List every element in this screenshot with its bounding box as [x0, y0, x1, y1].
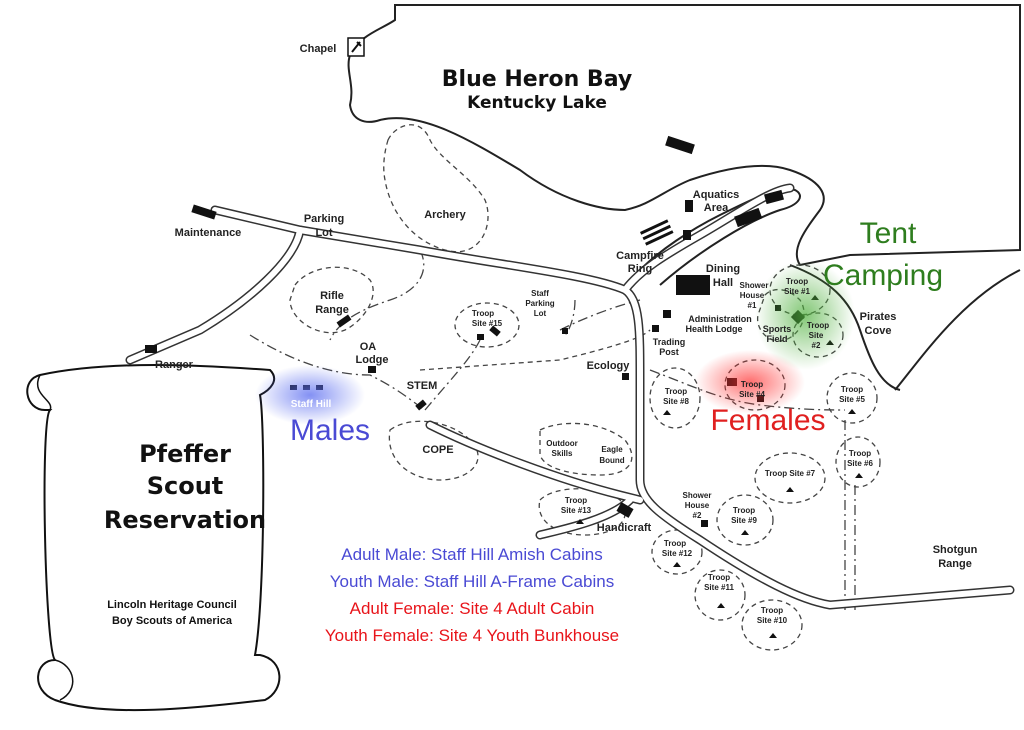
- legend-youth-female: Youth Female: Site 4 Youth Bunkhouse: [325, 626, 619, 645]
- label-parking-2: Lot: [315, 227, 332, 239]
- label-handicraft: Handicraft: [597, 522, 652, 534]
- label-troop15-a: Troop: [472, 309, 494, 318]
- label-troop6-b: Site #6: [847, 459, 873, 468]
- campfire-ring: [640, 219, 674, 246]
- label-chapel: Chapel: [300, 43, 337, 55]
- scroll-text: Pfeffer Scout Reservation Lincoln Herita…: [104, 440, 266, 627]
- label-admin-1: Administration: [688, 314, 752, 324]
- label-staffparking-2: Parking: [525, 299, 554, 308]
- label-troop11-a: Troop: [708, 573, 730, 582]
- roads: [125, 183, 1015, 610]
- map-title: Blue Heron Bay: [442, 67, 632, 92]
- label-troop2-b: Site: [809, 331, 824, 340]
- label-shower2-a: Shower: [683, 491, 712, 500]
- label-troop8-a: Troop: [665, 387, 687, 396]
- label-troop2-c: #2: [812, 341, 821, 350]
- place-labels: Chapel Maintenance Parking Lot Archery R…: [155, 43, 978, 625]
- label-troop12-b: Site #12: [662, 549, 693, 558]
- chapel-icon: [347, 37, 365, 57]
- overlay-tent-1: Tent: [860, 217, 917, 250]
- label-shower2-b: House: [685, 501, 710, 510]
- label-aquatics-2: Area: [704, 202, 729, 214]
- label-shower2-c: #2: [693, 511, 702, 520]
- map-subtitle: Kentucky Lake: [467, 93, 607, 113]
- label-troop4-a: Troop: [741, 380, 763, 389]
- label-troop1-b: Site #1: [784, 287, 810, 296]
- scroll-line-2: Scout: [147, 472, 224, 500]
- scroll-line-3: Reservation: [104, 506, 266, 534]
- label-shotgun-1: Shotgun: [933, 544, 978, 556]
- label-troop15-b: Site #15: [472, 319, 503, 328]
- label-shower1-b: House: [740, 291, 765, 300]
- label-shower1-c: #1: [748, 301, 757, 310]
- label-outdoor-1: Outdoor: [546, 439, 578, 448]
- label-dining-2: Hall: [713, 277, 733, 289]
- zone-overlays: [255, 260, 855, 425]
- label-staffparking-3: Lot: [534, 309, 547, 318]
- label-troop4-b: Site #4: [739, 390, 765, 399]
- label-admin-2: Health Lodge: [685, 324, 742, 334]
- scroll-bsa: Boy Scouts of America: [112, 615, 233, 627]
- label-sports-2: Field: [766, 334, 787, 344]
- label-troop6-a: Troop: [849, 449, 871, 458]
- label-campfire-1: Campfire: [616, 250, 664, 262]
- label-eagle-1: Eagle: [601, 445, 623, 454]
- label-troop9-a: Troop: [733, 506, 755, 515]
- label-troop10-a: Troop: [761, 606, 783, 615]
- label-oa-2: Lodge: [356, 354, 389, 366]
- label-outdoor-2: Skills: [552, 449, 573, 458]
- label-troop1-a: Troop: [786, 277, 808, 286]
- label-trading-2: Post: [659, 347, 679, 357]
- label-shotgun-2: Range: [938, 558, 972, 570]
- label-troop13-a: Troop: [565, 496, 587, 505]
- label-rifle-2: Range: [315, 304, 349, 316]
- label-troop13-b: Site #13: [561, 506, 592, 515]
- label-maintenance: Maintenance: [175, 227, 242, 239]
- legend-adult-female: Adult Female: Site 4 Adult Cabin: [350, 599, 595, 618]
- label-eagle-2: Bound: [599, 456, 624, 465]
- scroll-line-1: Pfeffer: [139, 440, 231, 468]
- overlay-females: Females: [710, 404, 825, 437]
- label-troop9-b: Site #9: [731, 516, 757, 525]
- label-dining-1: Dining: [706, 263, 740, 275]
- label-rifle-1: Rifle: [320, 290, 344, 302]
- label-troop8-b: Site #8: [663, 397, 689, 406]
- label-sports-1: Sports: [763, 324, 792, 334]
- label-troop2-a: Troop: [807, 321, 829, 330]
- label-troop12-a: Troop: [664, 539, 686, 548]
- scroll-council: Lincoln Heritage Council: [107, 599, 237, 611]
- scroll-graphic: [26, 364, 281, 712]
- label-staff-hill: Staff Hill: [291, 399, 332, 410]
- label-staffparking-1: Staff: [531, 289, 549, 298]
- label-oa-1: OA: [360, 341, 377, 353]
- label-cope: COPE: [422, 444, 453, 456]
- label-archery: Archery: [424, 209, 466, 221]
- label-pirates-1: Pirates: [860, 311, 897, 323]
- label-troop5-b: Site #5: [839, 395, 865, 404]
- label-shower1-a: Shower: [740, 281, 769, 290]
- label-troop11-b: Site #11: [704, 583, 734, 592]
- label-aquatics-1: Aquatics: [693, 189, 739, 201]
- label-ecology: Ecology: [587, 360, 631, 372]
- label-trading-1: Trading: [653, 337, 686, 347]
- label-parking-1: Parking: [304, 213, 344, 225]
- label-troop5-a: Troop: [841, 385, 863, 394]
- legend-youth-male: Youth Male: Staff Hill A-Frame Cabins: [330, 572, 614, 591]
- label-pirates-2: Cove: [865, 325, 892, 337]
- label-stem: STEM: [407, 380, 438, 392]
- trails: [249, 249, 856, 610]
- label-troop7: Troop Site #7: [765, 469, 816, 478]
- label-troop10-b: Site #10: [757, 616, 788, 625]
- legend: Adult Male: Staff Hill Amish Cabins Yout…: [325, 545, 619, 645]
- label-ranger: Ranger: [155, 359, 194, 371]
- lake-shoreline: [347, 4, 1021, 391]
- overlay-tent-2: Camping: [823, 259, 943, 292]
- overlay-males: Males: [290, 414, 370, 447]
- legend-adult-male: Adult Male: Staff Hill Amish Cabins: [341, 545, 602, 564]
- label-campfire-2: Ring: [628, 263, 652, 275]
